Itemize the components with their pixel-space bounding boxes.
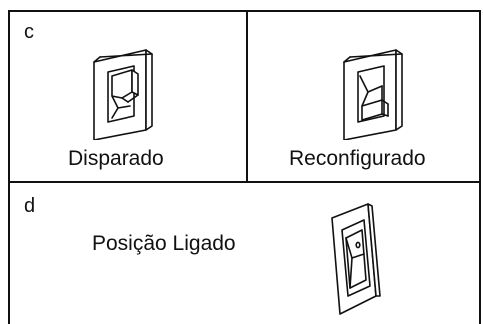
- frame-left-border: [8, 10, 10, 324]
- reset-rocker-switch-icon: [338, 40, 418, 140]
- panel-separator: [8, 181, 481, 183]
- on-position-caption: Posição Ligado: [92, 232, 236, 256]
- on-position-rocker-switch-icon: [328, 200, 384, 318]
- tripped-rocker-switch-icon: [88, 40, 168, 140]
- tripped-caption: Disparado: [68, 147, 164, 171]
- panel-c-divider: [246, 10, 248, 182]
- panel-letter-d: d: [24, 196, 35, 216]
- panel-letter-c: c: [24, 22, 34, 42]
- frame-top-border: [8, 10, 481, 12]
- frame-right-border: [479, 10, 481, 324]
- reset-caption: Reconfigurado: [289, 147, 426, 171]
